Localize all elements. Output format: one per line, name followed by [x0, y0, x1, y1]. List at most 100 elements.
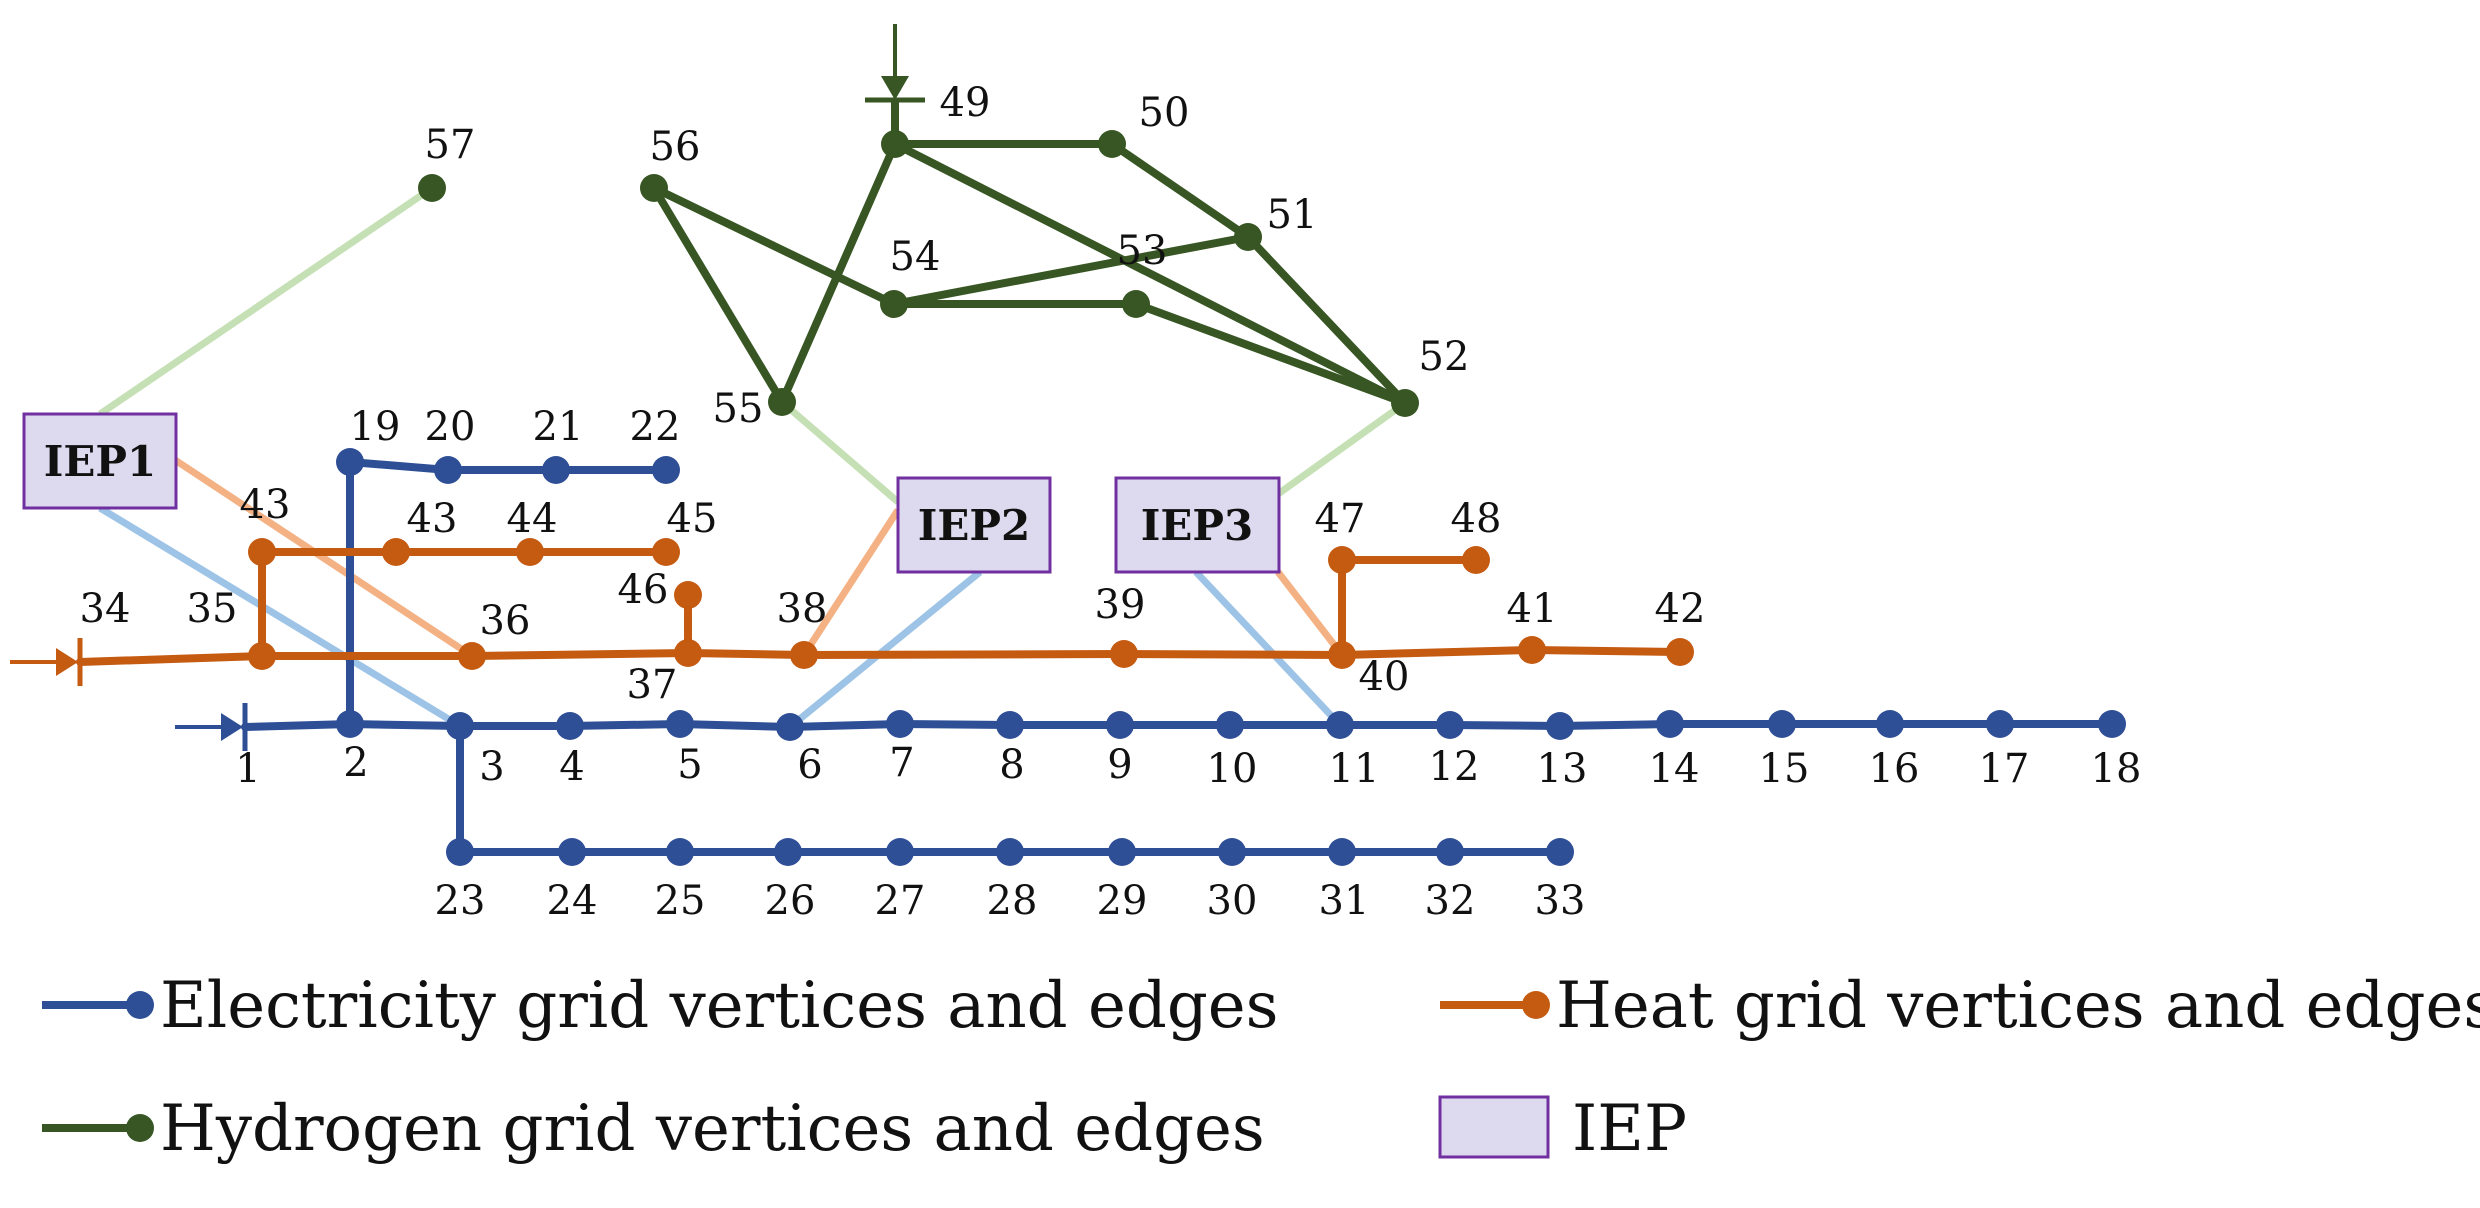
vertex-label-22: 22 [630, 404, 681, 450]
vertex-51 [1234, 223, 1262, 251]
edge-41-42 [1528, 646, 1684, 656]
vertex-32 [1436, 838, 1464, 866]
coupling-link-1 [98, 185, 434, 417]
vertex-22 [652, 456, 680, 484]
vertex-41 [1518, 636, 1546, 664]
hydrogen-source-arrow [865, 24, 925, 144]
vertex-16 [1876, 710, 1904, 738]
vertex-10 [1216, 711, 1244, 739]
legend-electricity-dot [126, 991, 154, 1019]
vertex-11 [1326, 711, 1354, 739]
edge-39-40 [1120, 650, 1346, 659]
vertex-label-50: 50 [1139, 90, 1190, 136]
legend-hydrogen: Hydrogen grid vertices and edges [42, 1092, 1265, 1166]
vertex-label-9: 9 [1107, 742, 1132, 788]
vertex-label-53: 53 [1117, 228, 1168, 274]
vertex-label-29: 29 [1097, 878, 1148, 924]
vertex-label-28: 28 [987, 878, 1038, 924]
grid-edges [76, 140, 2116, 856]
vertex-31 [1328, 838, 1356, 866]
legend-heat-label: Heat grid vertices and edges [1556, 969, 2480, 1043]
edge-19-20 [346, 458, 452, 474]
vertex-label-19: 19 [350, 404, 401, 450]
vertex-28 [996, 838, 1024, 866]
iep-box-3-label: IEP3 [1141, 501, 1253, 550]
legend-iep-swatch [1438, 1095, 1550, 1159]
vertex-55 [768, 388, 796, 416]
vertex-label-32: 32 [1425, 878, 1476, 924]
vertex-label-40: 40 [1359, 654, 1410, 700]
vertex-23 [446, 838, 474, 866]
vertex-label-52: 52 [1419, 334, 1470, 380]
vertex-label-43: 43 [407, 496, 458, 542]
vertex-45 [652, 538, 680, 566]
vertex-42 [1666, 638, 1694, 666]
vertex-53 [1122, 290, 1150, 318]
vertex-37 [674, 639, 702, 667]
vertex-3 [446, 712, 474, 740]
iep-box-1: IEP1 [22, 412, 178, 510]
iep-box-2-label: IEP2 [918, 501, 1030, 550]
edge-40-41 [1338, 646, 1536, 659]
vertex-14 [1656, 710, 1684, 738]
vertex-24 [558, 838, 586, 866]
vertex-17 [1986, 710, 2014, 738]
edge-54-51 [890, 233, 1252, 308]
edge-7-8 [896, 720, 1014, 729]
edge-56-54 [650, 184, 898, 308]
vertex-label-34: 34 [80, 586, 131, 632]
source-arrows [10, 24, 925, 751]
vertex-label-10: 10 [1207, 746, 1258, 792]
vertex-label-41: 41 [1507, 586, 1558, 632]
vertex-label-17: 17 [1979, 746, 2030, 792]
edge-50-51 [1108, 140, 1252, 241]
edge-52-53 [1132, 300, 1409, 407]
edge-4-5 [566, 720, 684, 730]
vertex-label-56: 56 [650, 124, 701, 170]
vertex-label-54: 54 [890, 234, 941, 280]
vertex-49 [881, 130, 909, 158]
vertex-48 [1462, 546, 1490, 574]
vertex-6 [776, 713, 804, 741]
legend-iep-label: IEP [1572, 1092, 1687, 1166]
vertex-15 [1768, 710, 1796, 738]
vertex-label-42: 42 [1655, 586, 1706, 632]
hydrogen-source-head [881, 76, 909, 100]
vertex-2 [336, 710, 364, 738]
coupling-link-4 [779, 399, 901, 505]
edge-38-39 [800, 650, 1128, 659]
vertex-label-31: 31 [1319, 878, 1370, 924]
vertex-label-8: 8 [999, 742, 1024, 788]
vertex-label-57: 57 [425, 122, 476, 168]
vertex-label-6: 6 [797, 742, 822, 788]
vertex-38 [790, 641, 818, 669]
vertex-label-7: 7 [889, 740, 914, 786]
vertex-label-48: 48 [1451, 496, 1502, 542]
iep-coupling-links [98, 185, 1408, 730]
vertex-9 [1106, 711, 1134, 739]
vertex-label-15: 15 [1759, 746, 1810, 792]
vertex-19 [336, 448, 364, 476]
vertex-label-1: 1 [235, 746, 260, 792]
vertex-25 [666, 838, 694, 866]
vertex-label-39: 39 [1095, 582, 1146, 628]
coupling-link-2 [170, 455, 474, 659]
legend-hydrogen-label: Hydrogen grid vertices and edges [160, 1092, 1265, 1166]
iep-box-2-rect [896, 476, 1052, 574]
coupling-link-6 [787, 569, 983, 730]
vertex-12 [1436, 711, 1464, 739]
coupling-link-9 [1193, 569, 1343, 728]
vertex-54 [880, 290, 908, 318]
coupling-link-8 [1275, 569, 1345, 658]
vertex-5 [666, 710, 694, 738]
legend-heat-dot [1522, 991, 1550, 1019]
vertex-label-3: 3 [479, 744, 504, 790]
vertex-36 [458, 642, 486, 670]
vertex-label-20: 20 [425, 404, 476, 450]
vertex-label-12: 12 [1429, 744, 1480, 790]
vertex-label-38: 38 [777, 586, 828, 632]
edge-34-35 [76, 652, 266, 666]
vertex-label-21: 21 [533, 404, 584, 450]
coupling-link-5 [801, 508, 901, 657]
